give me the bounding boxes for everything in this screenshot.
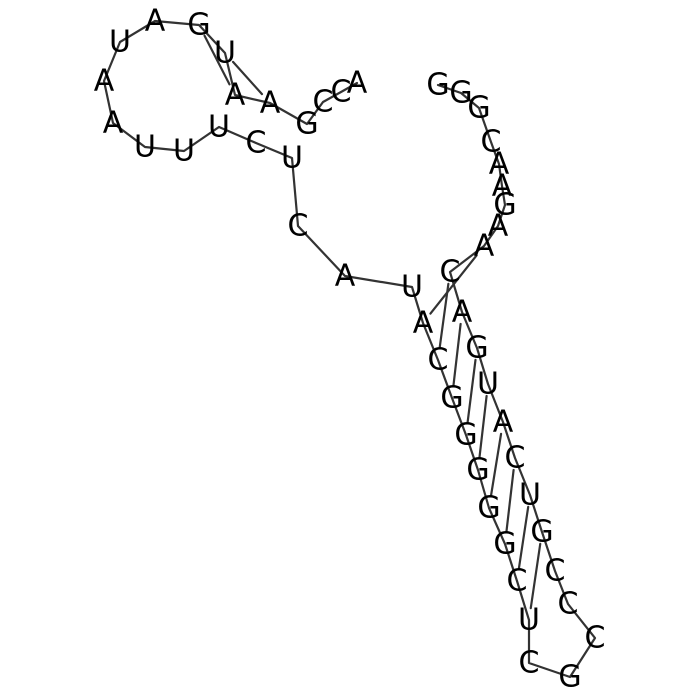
nucleotide-9: A <box>145 4 166 39</box>
nucleotide-25: G <box>466 453 489 488</box>
nucleotide-13: U <box>134 130 156 165</box>
nucleotide-39: U <box>477 367 499 402</box>
base-pair-bond <box>529 542 542 610</box>
nucleotide-21: A <box>413 306 434 341</box>
nucleotide-41: A <box>452 295 473 330</box>
base-pair-bond <box>466 358 477 425</box>
nucleotide-26: G <box>477 491 500 526</box>
nucleotide-24: G <box>454 418 477 453</box>
nucleotide-11: A <box>94 64 115 99</box>
nucleotide-15: U <box>208 110 230 145</box>
nucleotide-14: U <box>173 134 195 169</box>
nucleotide-22: C <box>428 343 449 378</box>
backbone-line <box>102 19 597 679</box>
nucleotide-1: A <box>347 66 368 101</box>
base-pair-bond <box>438 282 450 350</box>
nucleotide-23: G <box>440 381 463 416</box>
nucleotide-47: A <box>489 147 510 182</box>
nucleotide-32: C <box>585 621 606 656</box>
base-pair-bond <box>203 34 231 86</box>
base-pair-bond <box>517 505 530 571</box>
nucleotide-2: C <box>331 75 352 110</box>
base-pair-bond <box>489 432 503 498</box>
nucleotide-45: G <box>493 188 516 223</box>
nucleotide-6: A <box>225 78 246 113</box>
nucleotide-30: C <box>519 646 540 681</box>
nucleotide-49: G <box>467 91 490 126</box>
nucleotide-50: G <box>449 76 472 111</box>
nucleotide-7: U <box>214 36 236 71</box>
nucleotide-12: A <box>103 106 124 141</box>
nucleotide-38: A <box>493 405 514 440</box>
base-pair-bond <box>478 394 488 460</box>
nucleotide-20: U <box>401 270 423 305</box>
nucleotide-5: A <box>260 86 281 121</box>
nucleotide-42: C <box>440 255 461 290</box>
nucleotide-29: U <box>518 603 540 638</box>
nucleotide-35: G <box>530 515 553 550</box>
nucleotide-34: C <box>545 554 566 589</box>
nucleotide-40: G <box>465 331 488 366</box>
nucleotide-28: C <box>507 564 528 599</box>
nucleotide-16: C <box>246 126 267 161</box>
base-pairs-layer <box>203 34 542 610</box>
nucleotide-4: G <box>295 107 318 142</box>
nucleotide-17: U <box>281 141 303 176</box>
nucleotide-27: G <box>493 527 516 562</box>
nucleotide-19: A <box>335 259 356 294</box>
nucleotide-46: A <box>492 169 513 204</box>
nucleotide-10: U <box>109 25 131 60</box>
nucleotide-8: G <box>187 8 210 43</box>
nucleotide-43: A <box>474 229 495 264</box>
nucleotide-51: G <box>426 68 449 103</box>
base-pair-bond <box>505 468 515 534</box>
nucleotide-31: G <box>558 660 581 695</box>
nucleotide-33: C <box>558 587 579 622</box>
nucleotide-37: C <box>505 441 526 476</box>
nucleotide-44: A <box>488 209 509 244</box>
base-pair-bond <box>231 60 264 96</box>
nucleotide-48: C <box>481 125 502 160</box>
nucleotide-18: C <box>288 209 309 244</box>
base-pair-bond <box>452 322 462 388</box>
nucleotide-3: C <box>313 85 334 120</box>
nucleotide-36: U <box>519 478 541 513</box>
